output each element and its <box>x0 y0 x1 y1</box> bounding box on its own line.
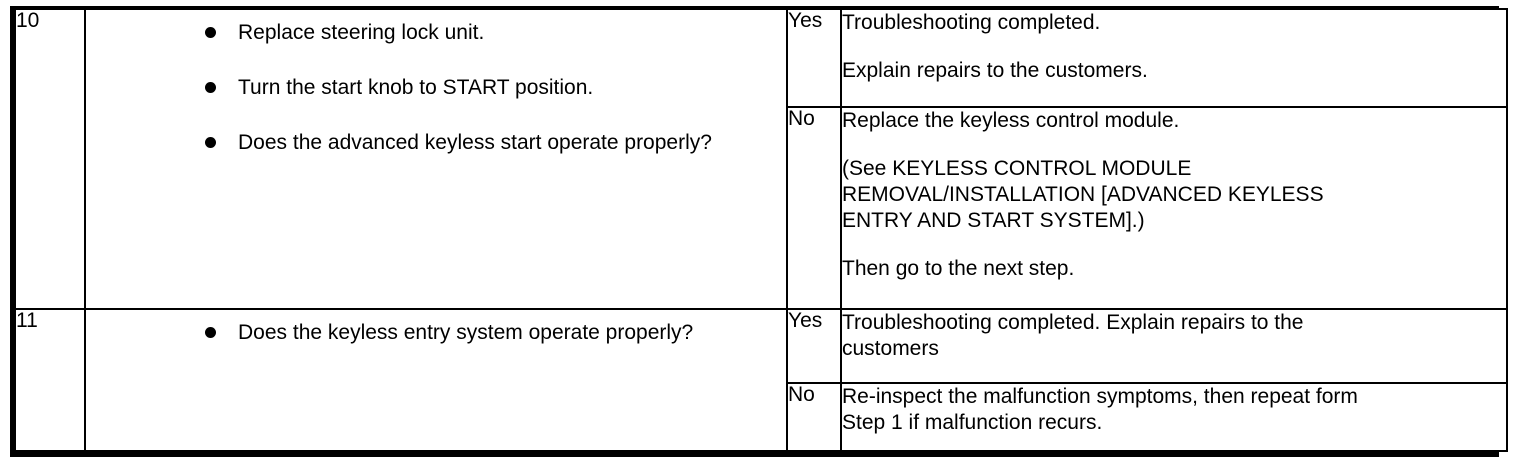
bullet-icon <box>205 27 216 38</box>
result-cell: Troubleshooting completed. Explain repai… <box>840 8 1508 108</box>
step-number: 10 <box>16 9 40 32</box>
answer-label: Yes <box>788 309 823 332</box>
result-cell: Replace the keyless control module. (See… <box>840 106 1508 310</box>
result-paragraph: Troubleshooting completed. <box>842 10 1506 36</box>
result-paragraph: Re-inspect the malfunction symptoms, the… <box>842 384 1506 436</box>
bullet-icon <box>205 137 216 148</box>
result-line: Explain repairs to the customers. <box>842 59 1148 82</box>
list-item: Does the advanced keyless start operate … <box>86 120 786 175</box>
result-paragraph: (See KEYLESS CONTROL MODULE REMOVAL/INST… <box>842 156 1506 234</box>
table-row: 10 Replace steering lock unit. Turn the … <box>14 8 1508 310</box>
answer-label-cell: No <box>786 106 842 310</box>
instruction-text: Replace steering lock unit. <box>238 21 485 44</box>
answer-label: No <box>788 383 815 406</box>
bullet-icon <box>205 327 216 338</box>
instruction-text: Does the keyless entry system operate pr… <box>238 321 694 344</box>
step-number-cell: 10 <box>14 8 86 310</box>
instruction-text: Turn the start knob to START position. <box>238 76 594 99</box>
step-instructions-cell: Replace steering lock unit. Turn the sta… <box>84 8 788 310</box>
result-paragraph: Troubleshooting completed. Explain repai… <box>842 310 1506 362</box>
result-paragraph: Replace the keyless control module. <box>842 108 1506 134</box>
answer-label: No <box>788 107 815 130</box>
instruction-text: Does the advanced keyless start operate … <box>238 131 712 154</box>
instruction-list: Does the keyless entry system operate pr… <box>86 310 786 365</box>
step-number-cell: 11 <box>14 308 86 452</box>
bullet-icon <box>205 82 216 93</box>
result-line: REMOVAL/INSTALLATION [ADVANCED KEYLESS <box>842 183 1324 206</box>
result-line: Re-inspect the malfunction symptoms, the… <box>842 385 1358 408</box>
answer-label-cell: Yes <box>786 8 842 108</box>
result-line: customers <box>842 337 939 360</box>
list-item: Turn the start knob to START position. <box>86 65 786 120</box>
list-item: Replace steering lock unit. <box>86 10 786 65</box>
answer-label-cell: No <box>786 382 842 452</box>
result-line: Troubleshooting completed. Explain repai… <box>842 311 1304 334</box>
result-line: Then go to the next step. <box>842 257 1075 280</box>
instruction-list: Replace steering lock unit. Turn the sta… <box>86 10 786 175</box>
step-number: 11 <box>16 309 38 332</box>
result-paragraph: Explain repairs to the customers. <box>842 58 1506 84</box>
result-line: ENTRY AND START SYSTEM].) <box>842 209 1145 232</box>
result-line: Replace the keyless control module. <box>842 109 1180 132</box>
answer-label-cell: Yes <box>786 308 842 384</box>
result-line: (See KEYLESS CONTROL MODULE <box>842 157 1192 180</box>
table-row: 11 Does the keyless entry system operate… <box>14 308 1508 452</box>
step-instructions-cell: Does the keyless entry system operate pr… <box>84 308 788 452</box>
list-item: Does the keyless entry system operate pr… <box>86 310 786 365</box>
result-cell: Re-inspect the malfunction symptoms, the… <box>840 382 1508 452</box>
result-line: Troubleshooting completed. <box>842 11 1101 34</box>
troubleshooting-table: 10 Replace steering lock unit. Turn the … <box>14 8 1508 452</box>
result-cell: Troubleshooting completed. Explain repai… <box>840 308 1508 384</box>
result-line: Step 1 if malfunction recurs. <box>842 411 1103 434</box>
table-frame-bottom <box>10 452 1499 457</box>
result-paragraph: Then go to the next step. <box>842 256 1506 282</box>
table-frame-left <box>10 6 15 457</box>
table-row: No Re-inspect the malfunction symptoms, … <box>15 382 1508 452</box>
table-row: No Replace the keyless control module. (… <box>15 106 1508 310</box>
answer-label: Yes <box>788 9 823 32</box>
